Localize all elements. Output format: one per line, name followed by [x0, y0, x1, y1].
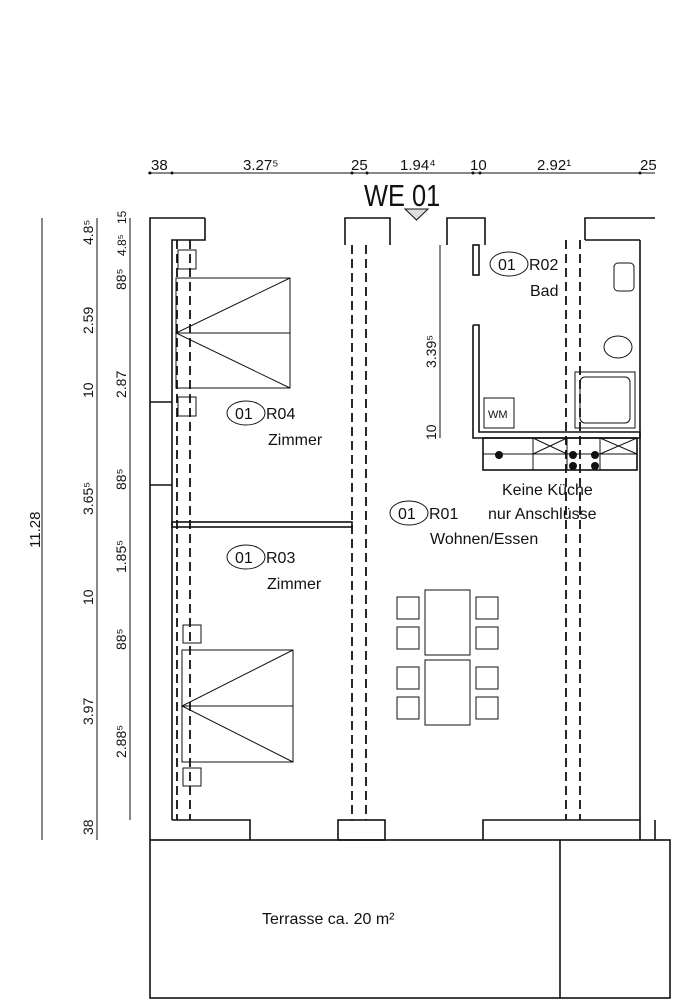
dim-label: 2.87	[113, 371, 129, 398]
bed-r04	[174, 249, 291, 417]
washing-machine-label: WM	[488, 409, 508, 421]
dim-label: 3.27⁵	[243, 157, 278, 174]
dim-label: 25	[640, 157, 657, 174]
bed-r03	[180, 624, 294, 787]
terrace-label: Terrasse ca. 20 m²	[262, 911, 395, 928]
dim-label: 11.28	[27, 512, 44, 548]
dim-label: 1.94⁴	[400, 157, 436, 174]
unit-number: 01	[235, 550, 253, 567]
unit-number: 01	[498, 257, 516, 274]
dim-label: 1.85⁵	[113, 540, 129, 573]
dim-label: 88⁵	[113, 629, 129, 650]
room-label-r03: 01 R03 Zimmer	[226, 544, 322, 593]
dim-label: 38	[80, 819, 96, 835]
toilet-icon	[603, 335, 633, 359]
unit-number: 01	[235, 406, 253, 423]
room-name: Zimmer	[268, 432, 323, 449]
room-code: R04	[266, 406, 295, 423]
left-dimension-chains: 11.28 4.8⁵ 2.59 10 3.65⁵ 10 3.97 38 15 4…	[27, 210, 131, 840]
room-name: Zimmer	[267, 576, 322, 593]
dim-label: 10	[470, 157, 487, 174]
dim-label: 38	[151, 157, 168, 174]
kitchen-counter	[482, 437, 638, 471]
dim-label: 10	[80, 382, 96, 398]
sink-icon	[613, 262, 635, 292]
shower-icon	[574, 371, 636, 429]
dim-label: 10	[80, 589, 96, 605]
dim-label: 88⁵	[113, 269, 129, 290]
top-dimension-chain: 38 3.27⁵ 25 1.94⁴ 10 2.92¹ 25	[148, 157, 657, 175]
room-label-r01: 01 R01 Wohnen/Essen	[389, 500, 538, 548]
dim-label: 15	[115, 210, 129, 224]
dim-label: 2.92¹	[537, 157, 571, 174]
room-code: R02	[529, 257, 558, 274]
washing-machine	[483, 397, 515, 429]
dim-label: 4.8⁵	[80, 220, 96, 245]
entrance-marker-icon	[403, 208, 430, 221]
room-code: R01	[429, 506, 458, 523]
terrace: Terrasse ca. 20 m²	[149, 839, 671, 999]
kitchen-note: nur Anschlüsse	[488, 506, 597, 523]
dim-label: 10	[423, 424, 439, 440]
dim-label: 3.39⁵	[423, 335, 439, 368]
bathroom-fixtures: WM	[483, 262, 636, 429]
dim-label: 2.59	[80, 307, 96, 334]
dim-label: 4.8⁵	[115, 234, 129, 256]
dim-label: 3.65⁵	[80, 482, 96, 515]
room-label-r04: 01 R04 Zimmer	[226, 400, 323, 449]
dim-label: 25	[351, 157, 368, 174]
kitchen-note: Keine Küche	[502, 482, 593, 499]
dim-label: 88⁵	[113, 469, 129, 490]
dim-label: 3.97	[80, 698, 96, 725]
dim-label: 2.88⁵	[113, 725, 129, 758]
room-name: Bad	[530, 283, 558, 300]
room-code: R03	[266, 550, 295, 567]
room-label-r02: 01 R02 Bad	[489, 251, 558, 300]
unit-number: 01	[398, 506, 416, 523]
room-name: Wohnen/Essen	[430, 531, 538, 548]
walls	[149, 217, 656, 841]
dining-table	[396, 589, 499, 726]
unit-title: WE 01	[364, 179, 440, 214]
